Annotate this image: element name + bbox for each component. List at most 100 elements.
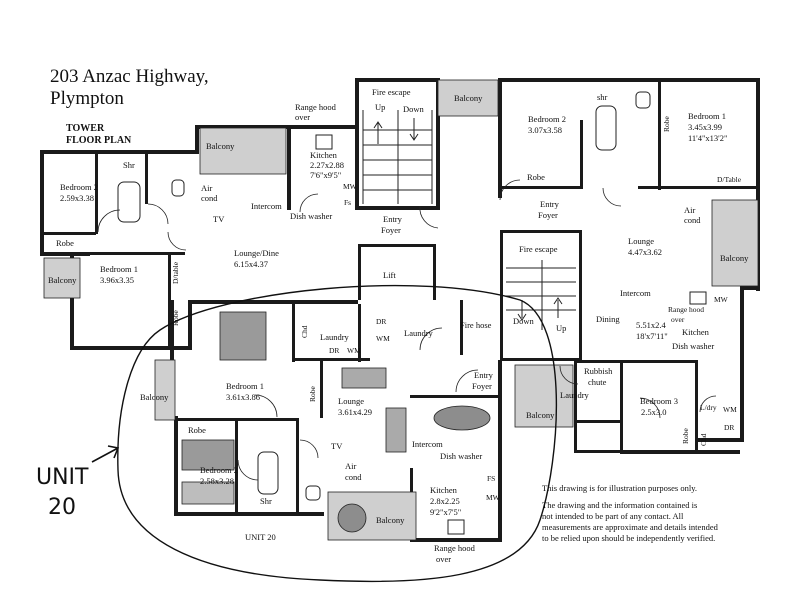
label-dtable: D/Table	[717, 175, 742, 184]
label-balcony: Balcony	[454, 93, 483, 103]
label-mw: MW	[486, 493, 501, 502]
plan-title-line-1: TOWER	[66, 123, 105, 134]
label-size: 3.61x4.29	[338, 407, 372, 417]
label-cond: cond	[684, 215, 701, 225]
label-lift: Lift	[383, 270, 396, 280]
label-balcony: Balcony	[206, 141, 235, 151]
label-mw: MW	[343, 182, 358, 191]
label-down: Down	[513, 316, 535, 326]
label-robe: Robe	[171, 309, 180, 326]
label-shr: Shr	[260, 496, 272, 506]
label-imperial: 11'4"x13'2"	[688, 133, 727, 143]
label-shr: shr	[597, 92, 608, 102]
label-lounge: Lounge	[338, 396, 364, 406]
label-bedroom: Bedroom 1	[100, 264, 138, 274]
label-imperial: 9'2"x7'5"	[430, 507, 461, 517]
label-intercom: Intercom	[412, 439, 443, 449]
disclaimer-line-5: to be relied upon should be independentl…	[542, 533, 715, 543]
label-wm: WM	[376, 334, 390, 343]
label-bedroom: Bedroom 2	[528, 114, 566, 124]
label-fs: Fs	[344, 198, 351, 207]
label-balcony: Balcony	[140, 392, 169, 402]
label-size: 4.47x3.62	[628, 247, 662, 257]
label-lounge-dine: Lounge/Dine	[234, 248, 279, 258]
label-size: 2.58x3.28	[200, 476, 234, 486]
fixtures	[117, 91, 707, 535]
label-dish-washer: Dish washer	[672, 341, 714, 351]
label-foyer: Foyer	[381, 225, 401, 235]
disclaimer-line-3: not intended to be part of any contact. …	[542, 511, 684, 521]
label-size: 3.45x3.99	[688, 122, 722, 132]
label-range-hood: Range hood	[668, 305, 704, 314]
label-dish-washer: Dish washer	[290, 211, 332, 221]
label-air: Air	[345, 461, 357, 471]
label-range-hood: Range hood	[295, 102, 337, 112]
label-over: over	[295, 112, 310, 122]
label-bedroom: Bedroom 3	[640, 396, 678, 406]
label-bedroom: Bedroom 2	[60, 182, 98, 192]
label-air: Air	[684, 205, 696, 215]
label-size: 5.51x2.4	[636, 320, 667, 330]
label-dr: DR	[329, 346, 339, 355]
label-tv: TV	[331, 441, 343, 451]
label-size: 3.07x3.58	[528, 125, 562, 135]
label-shr: Shr	[123, 160, 135, 170]
label-entry: Entry	[474, 370, 494, 380]
label-fire-hose: Fire hose	[460, 320, 492, 330]
label-robe: Robe	[662, 115, 671, 132]
label-ldry: L/dry	[700, 403, 717, 412]
label-laundry: Laundry	[404, 328, 434, 338]
plan-title-line-2: FLOOR PLAN	[66, 135, 132, 146]
label-intercom: Intercom	[620, 288, 651, 298]
label-robe: Robe	[308, 385, 317, 402]
address-line-1: 203 Anzac Highway,	[50, 66, 209, 87]
label-foyer: Foyer	[538, 210, 558, 220]
label-kitchen: Kitchen	[430, 485, 458, 495]
disclaimer-line-2: The drawing and the information containe…	[542, 500, 697, 510]
label-size: 2.59x3.38	[60, 193, 94, 203]
label-range-hood: Range hood	[434, 543, 476, 553]
label-wm: WM	[723, 405, 737, 414]
label-size: 2.8x2.25	[430, 496, 460, 506]
label-unit-20: UNIT 20	[245, 532, 276, 542]
label-size: 2.5x3.0	[641, 407, 667, 417]
hand-arrow	[91, 445, 120, 463]
label-imperial: 18'x7'11"	[636, 331, 668, 341]
label-robe: Robe	[681, 427, 690, 444]
label-balcony: Balcony	[376, 515, 405, 525]
label-robe: Robe	[188, 425, 206, 435]
label-balcony: Balcony	[48, 275, 77, 285]
unit-20-hand-outline	[117, 284, 558, 583]
label-kitchen: Kitchen	[682, 327, 710, 337]
label-fs: FS	[487, 474, 495, 483]
handwritten-unit-label: UNIT	[36, 465, 89, 490]
label-chd: Chd	[699, 433, 708, 446]
label-bedroom: Bedroom 1	[688, 111, 726, 121]
stairs	[362, 110, 576, 330]
label-bedroom: Bedroom 1	[226, 381, 264, 391]
label-dr: DR	[724, 423, 734, 432]
label-chd: Chd	[300, 325, 309, 338]
label-intercom: Intercom	[251, 201, 282, 211]
label-over: over	[671, 315, 685, 324]
room-labels: Balcony Bedroom 2 2.59x3.38 Shr Robe Bal…	[48, 87, 749, 564]
label-balcony: Balcony	[720, 253, 749, 263]
label-foyer: Foyer	[472, 381, 492, 391]
address-line-2: Plympton	[50, 88, 124, 109]
label-up: Up	[375, 102, 385, 112]
handwritten-unit-number: 20	[48, 495, 76, 520]
label-dtable: D/table	[171, 261, 180, 284]
label-imperial: 7'6"x9'5"	[310, 170, 341, 180]
label-robe: Robe	[56, 238, 74, 248]
label-size: 3.96x3.35	[100, 275, 134, 285]
disclaimer: This drawing is for illustration purpose…	[542, 483, 719, 543]
label-cond: cond	[345, 472, 362, 482]
label-dr: DR	[376, 317, 386, 326]
label-fire-escape: Fire escape	[519, 244, 558, 254]
label-bedroom: Bedroom 2	[200, 465, 238, 475]
label-mw: MW	[714, 295, 729, 304]
label-laundry: Laundry	[560, 390, 590, 400]
label-rubbish: Rubbish	[584, 366, 613, 376]
disclaimer-line-1: This drawing is for illustration purpose…	[542, 483, 697, 493]
label-size: 3.61x3.86	[226, 392, 260, 402]
